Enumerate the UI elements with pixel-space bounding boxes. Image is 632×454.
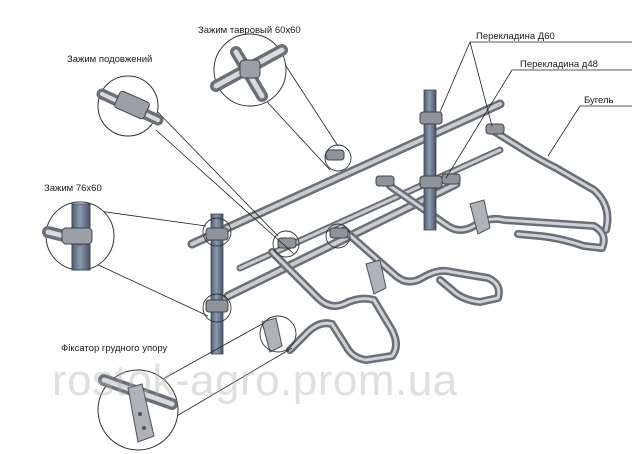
brackets — [268, 126, 612, 364]
crossbar-rails — [187, 99, 505, 301]
marker-clamp-76-lower — [202, 293, 232, 323]
inset-extension-clamp — [96, 75, 164, 137]
bracket-3 — [386, 182, 608, 252]
inset-clamp-76x60 — [42, 201, 115, 271]
detail-markers — [202, 144, 352, 353]
post-right — [423, 89, 437, 231]
inset-tee-clamp — [210, 33, 288, 107]
post-left — [210, 213, 224, 355]
posts — [210, 89, 437, 355]
chest-stop-plates — [261, 199, 491, 353]
label-crossbar-d48: Перекладина д48 — [520, 59, 598, 70]
marker-extension-clamp — [272, 230, 300, 258]
frame-clamps — [205, 111, 505, 313]
label-bracket: Бугель — [584, 95, 614, 106]
watermark-text: rostok-agro.prom.ua — [52, 356, 458, 405]
label-clamp-extension: Зажим подовжений — [67, 54, 153, 65]
inset-chest-stop — [97, 369, 179, 451]
detail-insets — [42, 33, 288, 451]
chest-stop-plate-2 — [365, 259, 387, 295]
marker-chest-stop — [259, 315, 297, 353]
marker-tee-clamp — [324, 144, 352, 172]
marker-clamp-76-upper — [202, 217, 232, 247]
label-chest-stop: Фіксатор грудного упору — [61, 343, 168, 354]
bracket-4 — [488, 126, 612, 234]
label-clamp-76x60: Зажим 76х60 — [44, 183, 102, 194]
label-clamp-tee: Зажим тавровый 60х60 — [198, 25, 301, 36]
chest-stop-plate-3 — [469, 199, 491, 235]
label-crossbar-d60: Перекладина Д60 — [476, 31, 555, 42]
marker-bracket-clamp — [325, 223, 351, 249]
chest-stop-plate-1 — [261, 317, 283, 353]
